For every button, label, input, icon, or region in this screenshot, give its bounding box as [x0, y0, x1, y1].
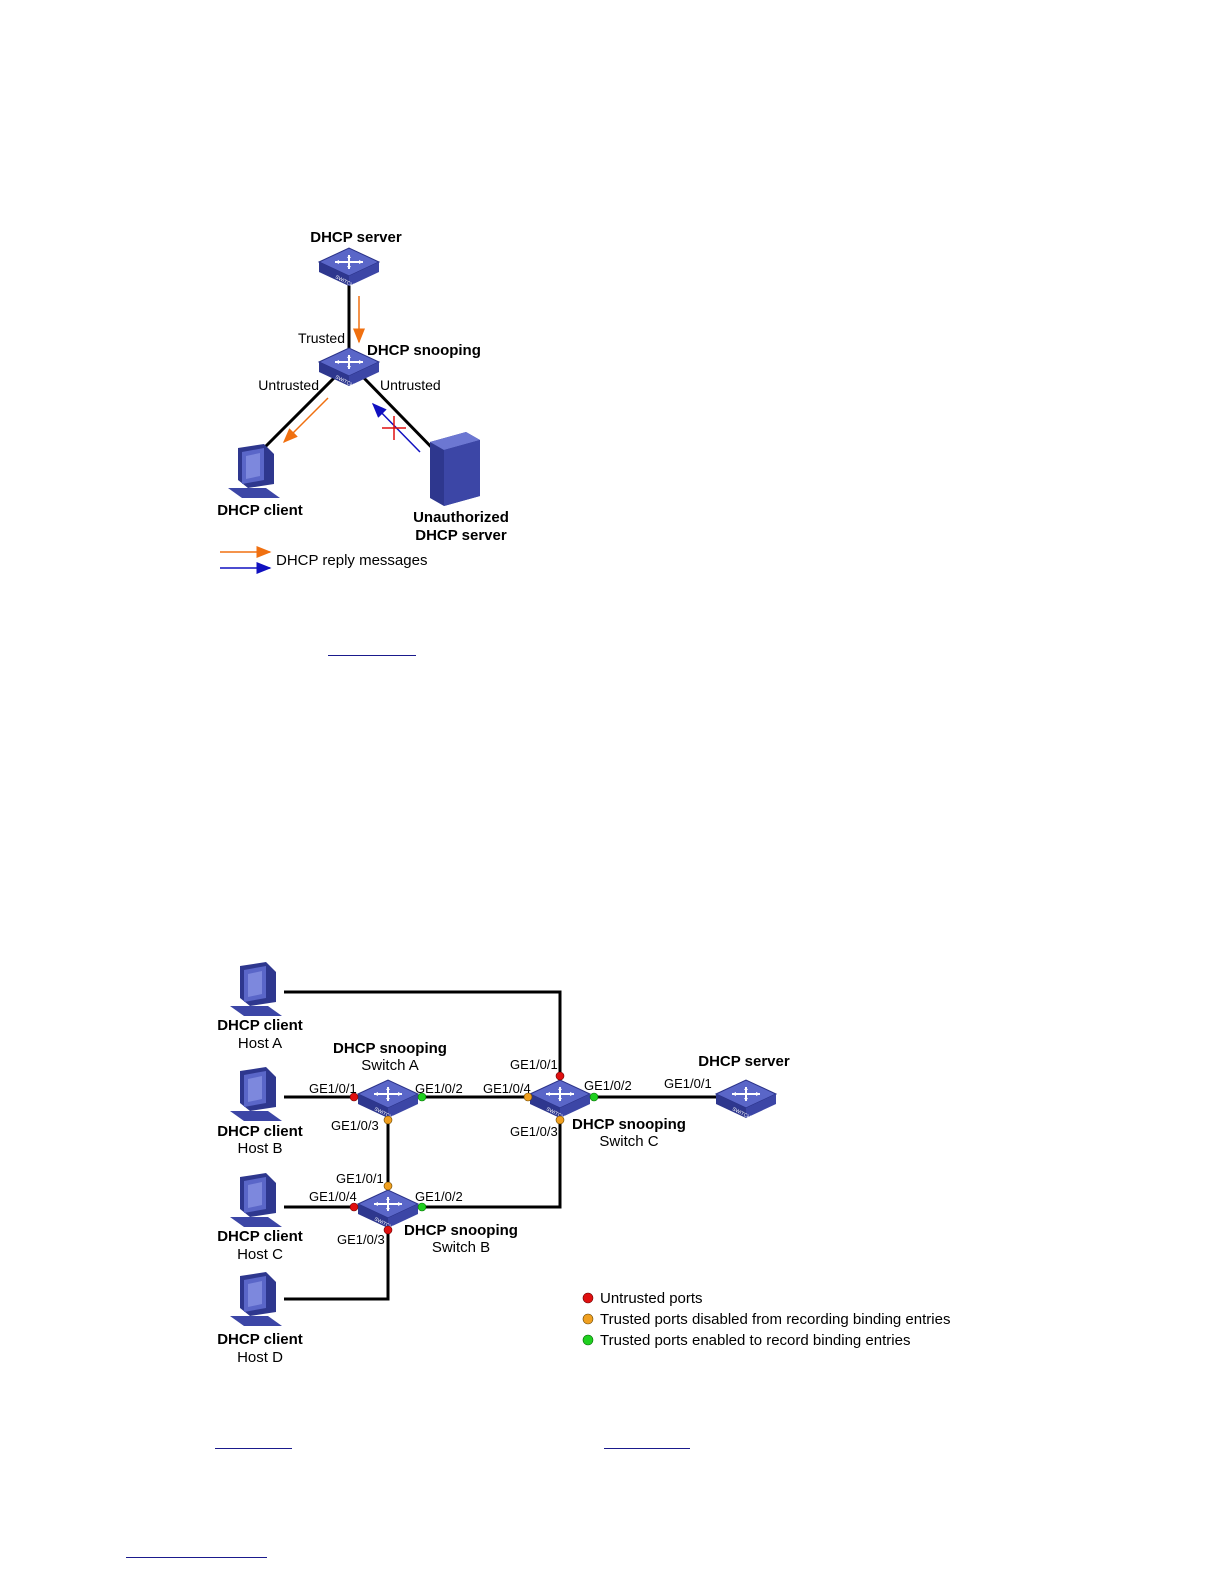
port-label-a-ge2: GE1/0/2	[415, 1081, 463, 1096]
fig1-legend-text: DHCP reply messages	[276, 552, 427, 569]
dhcp-server-switch-icon-2	[715, 1079, 777, 1122]
hyperlink-underline-4[interactable]	[126, 1557, 267, 1558]
port-dot-b-ge1	[383, 1181, 393, 1191]
port-dot-c-ge3	[555, 1115, 565, 1125]
port-label-c-ge1: GE1/0/1	[510, 1057, 558, 1072]
port-legend: Untrusted ports Trusted ports disabled f…	[582, 1290, 950, 1349]
port-label-c-ge3: GE1/0/3	[510, 1124, 558, 1139]
port-label-c-ge2: GE1/0/2	[584, 1078, 632, 1093]
port-dot-c-ge1	[555, 1071, 565, 1081]
port-label-a-ge1: GE1/0/1	[309, 1081, 357, 1096]
hyperlink-underline-2[interactable]	[215, 1448, 292, 1449]
host-b-name: Host B	[237, 1140, 282, 1157]
host-d-role: DHCP client	[217, 1331, 303, 1348]
hyperlink-underline-1[interactable]	[328, 655, 416, 656]
dhcp-client-pc-icon	[228, 444, 280, 498]
legend-dot-untrusted	[582, 1292, 594, 1304]
port-label-b-ge4: GE1/0/4	[309, 1189, 357, 1204]
host-b-pc-icon	[230, 1067, 282, 1121]
legend-text-trusted-enabled: Trusted ports enabled to record binding …	[600, 1332, 910, 1349]
fig1-untrusted-left-label: Untrusted	[258, 377, 319, 393]
switch-a-icon	[357, 1079, 419, 1122]
host-c-pc-icon	[230, 1173, 282, 1227]
figure-2: DHCP client Host A DHCP client Host B DH…	[217, 962, 950, 1366]
dhcp-server-switch-icon	[318, 247, 380, 290]
link-hosta-switchc	[284, 990, 562, 1086]
link-snooping-unauthorized	[360, 374, 442, 458]
port-dot-b-ge4	[349, 1202, 359, 1212]
host-c-name: Host C	[237, 1246, 283, 1263]
host-d-name: Host D	[237, 1349, 283, 1366]
switch-a-name: Switch A	[361, 1057, 419, 1074]
port-label-b-ge1: GE1/0/1	[336, 1171, 384, 1186]
port-label-c-ge4: GE1/0/4	[483, 1081, 531, 1096]
port-label-b-ge2: GE1/0/2	[415, 1189, 463, 1204]
switch-b-role: DHCP snooping	[404, 1222, 518, 1239]
reply-arrow-client	[282, 397, 329, 444]
fig1-dhcp-server-label: DHCP server	[310, 229, 402, 246]
port-dot-b-ge2	[417, 1202, 427, 1212]
host-a-name: Host A	[238, 1035, 282, 1052]
link-hostd-switchb	[284, 1222, 390, 1301]
unauthorized-server-icon	[430, 432, 480, 506]
host-a-role: DHCP client	[217, 1017, 303, 1034]
port-label-server-ge1: GE1/0/1	[664, 1076, 712, 1091]
port-dot-a-ge2	[417, 1092, 427, 1102]
fig1-trusted-label: Trusted	[298, 330, 345, 346]
port-dot-c-ge4	[523, 1092, 533, 1102]
legend-text-untrusted: Untrusted ports	[600, 1290, 703, 1307]
dhcp-server-label-2: DHCP server	[698, 1053, 790, 1070]
legend-dot-trusted-enabled	[582, 1334, 594, 1346]
figure-1: DHCP server Trusted DHCP snooping Untrus…	[217, 229, 509, 574]
legend-dot-trusted-disabled	[582, 1313, 594, 1325]
fig1-untrusted-right-label: Untrusted	[380, 377, 441, 393]
legend-text-trusted-disabled: Trusted ports disabled from recording bi…	[600, 1311, 950, 1328]
host-c-role: DHCP client	[217, 1228, 303, 1245]
port-label-b-ge3: GE1/0/3	[337, 1232, 385, 1247]
port-label-a-ge3: GE1/0/3	[331, 1118, 379, 1133]
blocked-cross-icon	[382, 416, 406, 440]
fig1-dhcp-client-label: DHCP client	[217, 502, 303, 519]
switch-a-role: DHCP snooping	[333, 1040, 447, 1057]
hyperlink-underline-3[interactable]	[604, 1448, 690, 1449]
switch-b-name: Switch B	[432, 1239, 490, 1256]
port-dot-b-ge3	[383, 1225, 393, 1235]
port-dot-a-ge1	[349, 1092, 359, 1102]
link-snooping-client	[260, 374, 338, 452]
fig1-dhcp-snooping-label: DHCP snooping	[367, 342, 481, 359]
switch-c-icon	[529, 1079, 591, 1122]
fig1-unauthorized-label-1: Unauthorized	[413, 509, 509, 526]
switch-c-role: DHCP snooping	[572, 1116, 686, 1133]
host-a-pc-icon	[230, 962, 282, 1016]
host-d-pc-icon	[230, 1272, 282, 1326]
switch-c-name: Switch C	[599, 1133, 658, 1150]
port-dot-a-ge3	[383, 1115, 393, 1125]
fig1-unauthorized-label-2: DHCP server	[415, 527, 507, 544]
host-b-role: DHCP client	[217, 1123, 303, 1140]
port-dot-c-ge2	[589, 1092, 599, 1102]
link-switchb-switchc	[420, 1112, 562, 1209]
